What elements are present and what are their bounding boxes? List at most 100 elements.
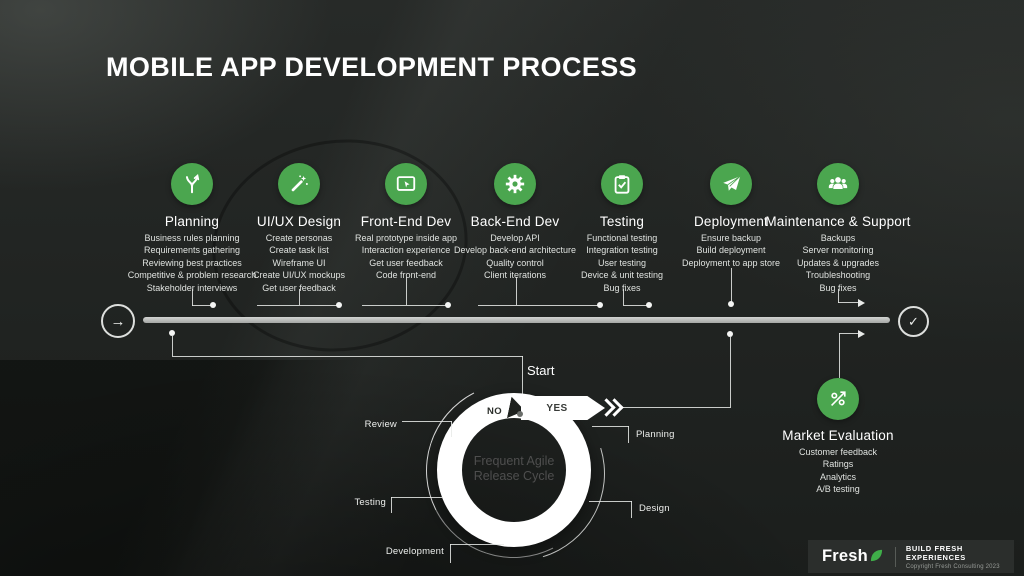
stage-title: Deployment [693, 214, 769, 229]
arrow-right-glyph: → [110, 312, 126, 330]
window-cursor-icon [385, 163, 427, 205]
connector-dot [445, 302, 451, 308]
stage-list: Real prototype inside app Interaction ex… [311, 232, 501, 282]
stage-item: Get user feedback [262, 282, 336, 293]
connector-line [406, 277, 407, 305]
bracket-line [451, 421, 452, 437]
connector-dot [727, 331, 733, 337]
timeline-bar [143, 317, 890, 323]
market-list: Customer feedback Ratings Analytics A/B … [738, 446, 938, 496]
stage-item: Updates & upgrades [796, 257, 880, 268]
connector-line [192, 289, 193, 306]
market-title: Market Evaluation [782, 428, 894, 443]
bracket-line [592, 426, 629, 427]
stage-list: Ensure backup Build deployment Deploymen… [636, 232, 826, 269]
stage-item: Wireframe UI [272, 257, 326, 268]
connector-arrow-icon [858, 330, 865, 338]
connector-line [362, 305, 446, 306]
paper-plane-icon [710, 163, 752, 205]
connector-dot [336, 302, 342, 308]
stage-column-backend: Back-End Dev Develop API Develop back-en… [420, 163, 610, 282]
stage-item: Create UI/UX mockups [252, 270, 346, 281]
stage-item: Real prototype inside app [354, 233, 458, 243]
stage-item: Competitive & problem research [127, 270, 257, 281]
connector-line [621, 407, 731, 408]
stage-list: Functional testing Integration testing U… [527, 232, 717, 294]
market-item: Ratings [822, 459, 854, 470]
bracket-line [628, 426, 629, 443]
connector-line [623, 289, 624, 305]
stage-item: Client iterations [483, 270, 547, 281]
stage-title: Front-End Dev [360, 214, 452, 229]
bracket-line [631, 501, 632, 518]
stage-item: Build deployment [696, 245, 766, 256]
connector-dot [169, 330, 175, 336]
connector-line [172, 356, 523, 357]
yes-label: YES [546, 402, 568, 414]
stage-title: UI/UX Design [256, 214, 342, 229]
connector-line [731, 268, 732, 302]
connector-line [838, 302, 858, 303]
stage-item: User testing [597, 257, 647, 268]
cycle-center-line2: Release Cycle [473, 469, 555, 483]
cycle-label-planning: Planning [636, 429, 675, 440]
bracket-line [402, 421, 452, 422]
footer-text-block: BUILD FRESH EXPERIENCES Copyright Fresh … [906, 544, 1014, 570]
connector-dot [517, 411, 523, 417]
stage-item: Get user feedback [369, 257, 443, 268]
market-item: A/B testing [816, 484, 860, 495]
bracket-line [391, 497, 392, 513]
connector-dot [728, 301, 734, 307]
stage-item: Create personas [265, 233, 333, 243]
connector-line [516, 277, 517, 305]
cycle-label-development: Development [385, 546, 444, 557]
stage-item: Code front-end [375, 270, 437, 281]
stage-item: Server monitoring [802, 245, 874, 256]
market-item: Customer feedback [798, 447, 878, 457]
stage-column-deployment: Deployment Ensure backup Build deploymen… [636, 163, 826, 269]
stage-list: Create personas Create task list Wirefra… [204, 232, 394, 294]
gear-icon [494, 163, 536, 205]
connector-line [839, 333, 859, 334]
background-phone-edge [0, 360, 500, 576]
cycle-center-line1: Frequent Agile [473, 454, 555, 468]
stage-item: Quality control [486, 257, 544, 268]
stage-item: Develop back-end architecture [453, 245, 577, 256]
cycle-label-review: Review [364, 419, 397, 430]
stage-item: Requirements gathering [143, 245, 241, 256]
stage-item: Create task list [269, 245, 329, 256]
stage-title: Testing [599, 214, 645, 229]
brand-name: Fresh [822, 547, 868, 565]
leaf-icon [870, 549, 883, 562]
cycle-center-label: Frequent Agile Release Cycle [444, 454, 584, 484]
start-label: Start [527, 363, 555, 378]
connector-line [172, 336, 173, 356]
connector-line [838, 289, 839, 303]
stage-item: Reviewing best practices [142, 257, 242, 268]
stage-item: Ensure backup [700, 233, 762, 243]
connector-arrow-icon [858, 299, 865, 307]
footer-copyright: Copyright Fresh Consulting 2023 [905, 563, 1000, 570]
magic-wand-icon [278, 163, 320, 205]
stage-list: Develop API Develop back-end architectur… [420, 232, 610, 282]
connector-dot [597, 302, 603, 308]
connector-line [257, 305, 337, 306]
stage-item: Functional testing [586, 233, 658, 243]
stage-item: Stakeholder interviews [146, 282, 238, 293]
footer-brand-bar: Fresh BUILD FRESH EXPERIENCES Copyright … [808, 540, 1014, 573]
stage-column-maintenance: Maintenance & Support Backups Server mon… [738, 163, 938, 294]
stage-item: Interaction experience [361, 245, 451, 256]
stage-item: Backups [820, 233, 856, 243]
stage-list: Backups Server monitoring Updates & upgr… [738, 232, 938, 294]
stage-title: Maintenance & Support [765, 214, 911, 229]
bracket-line [589, 501, 632, 502]
stage-item: Deployment to app store [681, 257, 781, 268]
branch-arrows-icon [171, 163, 213, 205]
stage-column-testing: Testing Functional testing Integration t… [527, 163, 717, 294]
brand-logo: Fresh [822, 547, 883, 566]
connector-line [623, 305, 647, 306]
footer-divider [894, 546, 896, 567]
stage-item: Troubleshooting [805, 270, 871, 281]
stage-title: Back-End Dev [470, 214, 560, 229]
stage-column-uiux: UI/UX Design Create personas Create task… [204, 163, 394, 294]
